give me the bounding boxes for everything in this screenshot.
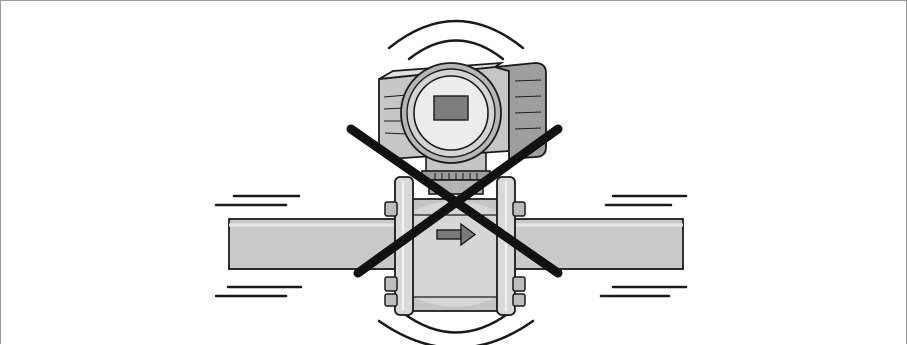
terminal-compartment (494, 62, 547, 160)
bolt-right-bottom-2 (512, 293, 526, 307)
bolt-right-bottom (512, 276, 526, 292)
bolt-left-bottom (384, 276, 398, 292)
meter-tube (408, 198, 502, 312)
vibration-arcs-bottom (377, 311, 535, 345)
terminal-fins (514, 79, 542, 130)
bolt-left-top (384, 201, 398, 217)
flange-bolts (384, 201, 526, 307)
prohibited-cross-icon (346, 124, 563, 278)
vibration-lines (214, 19, 688, 345)
display-window (400, 62, 502, 164)
vibration-lines-right (599, 194, 688, 298)
bolt-right-top (512, 201, 526, 217)
bolt-left-bottom-2 (384, 293, 398, 307)
vibration-lines-left (214, 194, 303, 298)
pipe (228, 218, 684, 270)
vibration-arcs-top (387, 19, 525, 61)
display-screen (433, 95, 469, 121)
neck-ribs (434, 173, 478, 179)
flow-arrow-icon (436, 222, 477, 247)
